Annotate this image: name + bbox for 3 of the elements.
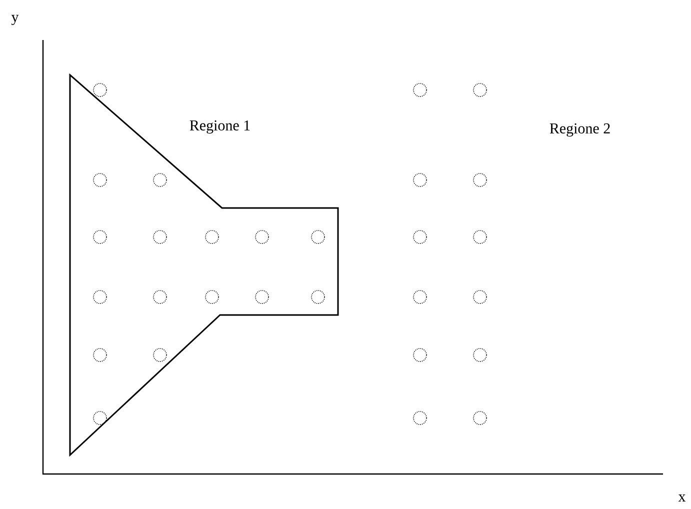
axis-label: y — [11, 14, 19, 26]
axis-label: x — [678, 494, 686, 502]
region-label: Regione 2 — [550, 123, 610, 137]
